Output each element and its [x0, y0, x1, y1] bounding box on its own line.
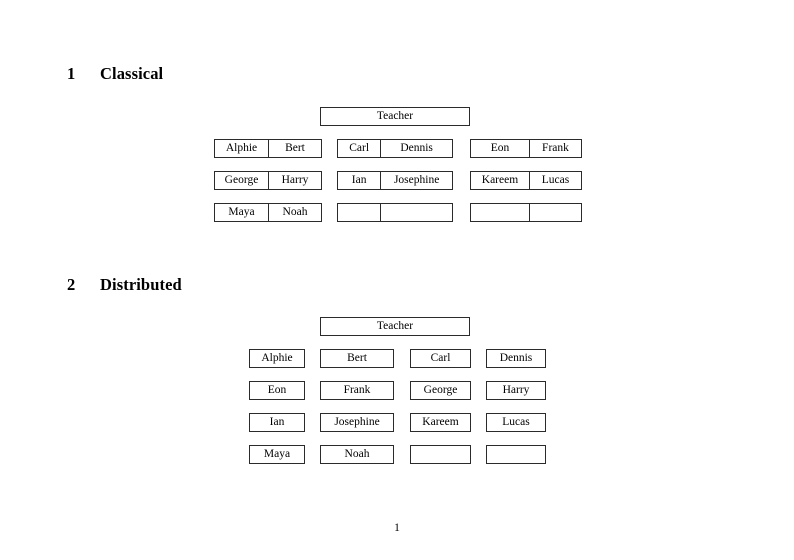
student-cell: Noah: [267, 204, 321, 221]
student-box: Bert: [320, 349, 394, 368]
student-box: Maya: [249, 445, 305, 464]
section-heading-distributed: 2 Distributed: [67, 275, 182, 294]
section-title: Distributed: [100, 275, 182, 294]
student-cell: Carl: [349, 142, 370, 154]
section-number: 1: [67, 64, 76, 83]
student-cell-empty: [338, 204, 380, 221]
student-cell: Ian: [351, 174, 367, 186]
student-cell: Kareem: [481, 174, 519, 186]
student-box: Ian: [249, 413, 305, 432]
student-box: Frank: [320, 381, 394, 400]
student-cell: George: [224, 174, 259, 186]
student-cell: Bert: [267, 140, 321, 157]
student-cell: Josephine: [380, 172, 452, 189]
student-box: Carl: [410, 349, 471, 368]
student-box: Harry: [486, 381, 546, 400]
student-box: Dennis: [486, 349, 546, 368]
student-box-empty: [410, 445, 471, 464]
student-box: Eon: [249, 381, 305, 400]
section-number: 2: [67, 275, 76, 294]
student-cell: Harry: [267, 172, 321, 189]
student-cell: Eon: [490, 142, 510, 154]
student-cell: Maya: [228, 206, 255, 218]
classical-group-3-row-2: Kareem Lucas: [470, 171, 582, 190]
page-number: 1: [394, 522, 400, 534]
section-title: Classical: [100, 64, 164, 83]
classical-group-2-row-2: Ian Josephine: [337, 171, 453, 190]
classical-group-1-row-2: George Harry: [214, 171, 322, 190]
student-cell: Frank: [528, 140, 581, 157]
student-box-empty: [486, 445, 546, 464]
section-heading-classical: 1 Classical: [67, 64, 164, 83]
student-box: Lucas: [486, 413, 546, 432]
student-box: Noah: [320, 445, 394, 464]
student-cell-empty: [471, 204, 529, 221]
classical-group-1-row-3: Maya Noah: [214, 203, 322, 222]
student-cell-empty: [380, 204, 452, 221]
classical-group-3-row-3: [470, 203, 582, 222]
classical-group-1-row-1: Alphie Bert: [214, 139, 322, 158]
student-box: Kareem: [410, 413, 471, 432]
student-cell: Lucas: [528, 172, 581, 189]
classical-teacher-box: Teacher: [320, 107, 470, 126]
student-cell: Alphie: [225, 142, 258, 154]
student-cell-empty: [528, 204, 581, 221]
student-cell: Dennis: [380, 140, 452, 157]
classical-group-3-row-1: Eon Frank: [470, 139, 582, 158]
classical-group-2-row-1: Carl Dennis: [337, 139, 453, 158]
student-box: Alphie: [249, 349, 305, 368]
student-box: Josephine: [320, 413, 394, 432]
distributed-teacher-box: Teacher: [320, 317, 470, 336]
student-box: George: [410, 381, 471, 400]
classical-group-2-row-3: [337, 203, 453, 222]
